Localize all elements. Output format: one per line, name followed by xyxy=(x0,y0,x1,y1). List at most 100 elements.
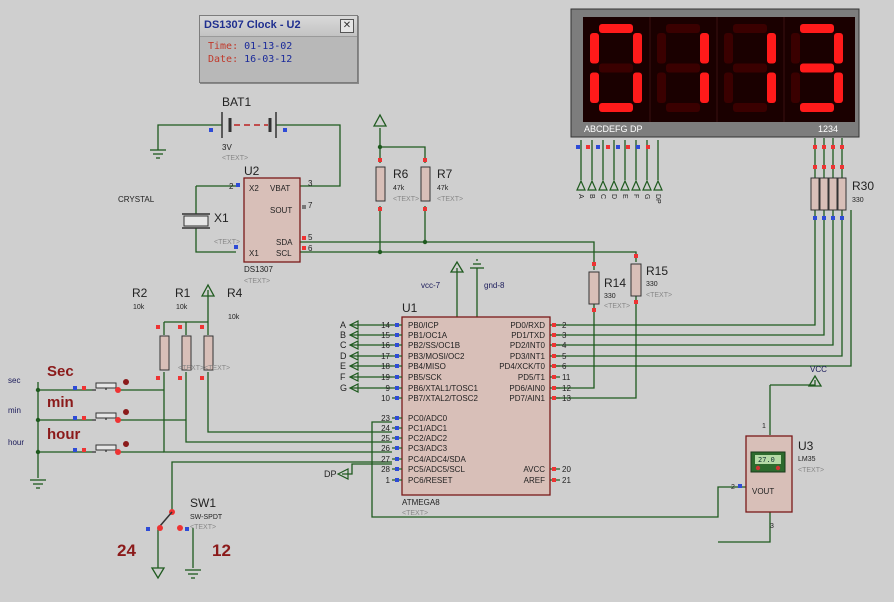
vcc-arrow-r-icon xyxy=(200,283,216,297)
u1-pin-label: PD1/TXD xyxy=(511,331,545,340)
r7-text: <TEXT> xyxy=(437,196,463,203)
resistor-pack-r30[interactable] xyxy=(810,177,847,211)
segment-b xyxy=(767,33,776,64)
button-min[interactable] xyxy=(35,409,129,423)
resistor-r14[interactable] xyxy=(588,271,600,305)
resistor-r7[interactable] xyxy=(420,166,431,202)
button-net-label: hour xyxy=(8,438,24,447)
u1-pin-num: 10 xyxy=(381,394,390,403)
r4-name: R4 xyxy=(227,286,243,300)
r6-text: <TEXT> xyxy=(393,196,419,203)
segment-a xyxy=(666,24,700,33)
u1-pin-marker xyxy=(395,457,399,461)
rpack-name: R30 xyxy=(852,179,874,193)
u1-pin-marker xyxy=(552,343,556,347)
r6-r7-markers xyxy=(377,144,428,255)
button-label: Sec xyxy=(47,363,74,380)
sw1-part: SW-SPDT xyxy=(190,514,223,521)
u1-pin-label: PB4/MISO xyxy=(408,362,446,371)
u1-pin-marker xyxy=(395,333,399,337)
net-gnd8: gnd-8 xyxy=(484,281,505,290)
u1-pin-label: PC3/ADC3 xyxy=(408,444,448,453)
resistor-r2[interactable] xyxy=(159,335,170,371)
u2-pin-num-3: 3 xyxy=(308,179,313,188)
resistor-r1[interactable] xyxy=(181,335,192,371)
net-vcc7: vcc-7 xyxy=(421,281,441,290)
u2-pin-scl: SCL xyxy=(276,249,292,258)
resistor-r15[interactable] xyxy=(630,263,642,297)
sw-arrow-icon xyxy=(150,567,166,580)
r14-name: R14 xyxy=(604,276,626,290)
x1-name: X1 xyxy=(214,211,229,225)
r6-name: R6 xyxy=(393,167,409,181)
segment-arrows xyxy=(576,179,663,191)
r-markers xyxy=(156,325,204,380)
port-label: E xyxy=(340,361,346,371)
net-dp: DP xyxy=(324,469,337,479)
r14-text: <TEXT> xyxy=(604,303,630,310)
u1-pin-label: PD5/T1 xyxy=(518,373,546,382)
lm35-down-button[interactable] xyxy=(755,465,761,471)
u3-text: <TEXT> xyxy=(798,467,824,474)
port-labels: ABCDEFG xyxy=(340,320,359,393)
u3-name: U3 xyxy=(798,439,814,453)
u1-pin-marker xyxy=(395,386,399,390)
switch-sw1[interactable] xyxy=(146,509,189,531)
u2-chip[interactable] xyxy=(243,177,301,263)
resistor-r4[interactable] xyxy=(203,335,214,371)
segment-f xyxy=(657,33,666,64)
u1-part: ATMEGA8 xyxy=(402,498,440,507)
u1-pin-num: 25 xyxy=(381,434,390,443)
u1-pin-label: PD7/AIN1 xyxy=(509,394,545,403)
port-label: F xyxy=(340,372,346,382)
mode-24-label: 24 xyxy=(117,541,136,560)
bat1-value: 3V xyxy=(222,143,232,152)
r6-value: 47k xyxy=(393,185,405,192)
time-value: 01-13-02 xyxy=(244,41,293,52)
r2-name: R2 xyxy=(132,286,148,300)
u2-pin-num-7: 7 xyxy=(308,201,313,210)
u1-pin-label: PD0/RXD xyxy=(510,321,545,330)
u1-pin-num: 16 xyxy=(381,341,390,350)
u1-pin-label: PC5/ADC5/SCL xyxy=(408,465,465,474)
u1-pin-label: PD3/INT1 xyxy=(510,352,546,361)
u1-pin-marker xyxy=(552,364,556,368)
u3-chip[interactable] xyxy=(745,435,793,513)
button-sec[interactable] xyxy=(35,379,129,393)
u2-pin-sda: SDA xyxy=(276,238,293,247)
battery-bat1[interactable] xyxy=(209,112,287,138)
u1-pin-label: PB7/XTAL2/TOSC2 xyxy=(408,394,479,403)
port-label: B xyxy=(340,330,346,340)
crystal-x1[interactable] xyxy=(182,213,210,229)
resistor-r6[interactable] xyxy=(375,166,386,202)
button-label: min xyxy=(47,394,74,411)
vcc-u3-arrow-icon xyxy=(807,374,823,387)
u1-pin-num: 13 xyxy=(562,394,571,403)
segment-c xyxy=(834,72,843,103)
u3-pin-marker xyxy=(738,484,742,488)
u1-pin-label: PB2/SS/OC1B xyxy=(408,341,460,350)
u3-pin-2: 2 xyxy=(731,484,735,491)
close-icon[interactable]: ✕ xyxy=(340,19,354,33)
u2-pin-num-6: 6 xyxy=(308,244,313,253)
time-label: Time: xyxy=(208,41,239,52)
u1-pin-num: 28 xyxy=(381,465,390,474)
u1-pin-marker xyxy=(552,396,556,400)
segment-f xyxy=(791,33,800,64)
rpack-markers xyxy=(813,165,844,220)
u1-pin-num: 6 xyxy=(562,362,567,371)
segment-pin-label: E xyxy=(621,194,628,199)
popup-titlebar[interactable]: DS1307 Clock - U2 ✕ xyxy=(200,16,357,37)
lm35-up-button[interactable] xyxy=(775,465,781,471)
ground-sw-icon xyxy=(185,569,201,579)
date-label: Date: xyxy=(208,54,239,65)
u1-pin-num: 2 xyxy=(562,321,567,330)
u1-chip[interactable] xyxy=(401,316,551,496)
r-texts: <TEXT><TEXT> xyxy=(178,365,230,372)
button-hour[interactable] xyxy=(35,441,129,455)
lm35-screen xyxy=(755,455,781,464)
u1-pin-num: 1 xyxy=(386,476,391,485)
